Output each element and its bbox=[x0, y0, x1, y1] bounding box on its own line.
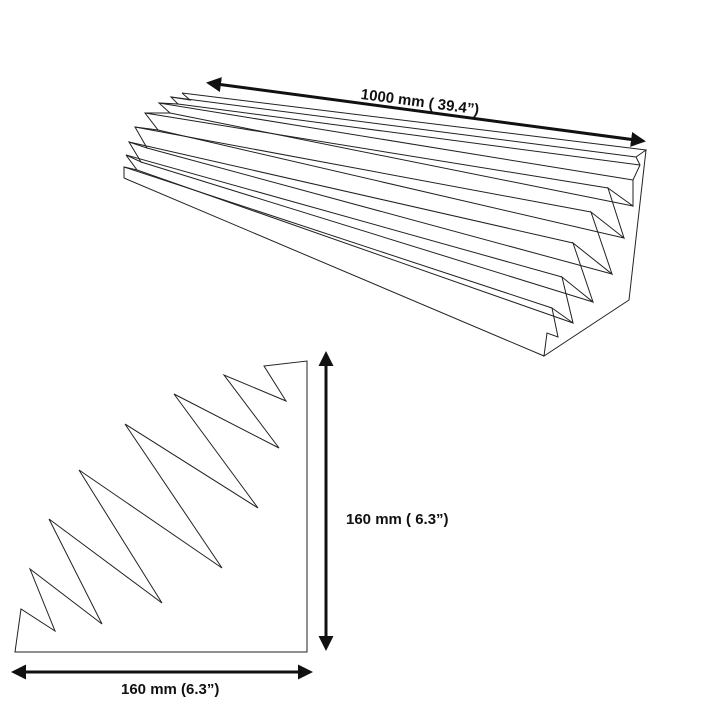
right-end-face bbox=[543, 148, 647, 358]
width-label: 160 mm (6.3”) bbox=[121, 681, 220, 698]
foam-cross-section-profile bbox=[14, 360, 308, 653]
height-label: 160 mm ( 6.3”) bbox=[346, 511, 449, 528]
length-dimension-arrow bbox=[206, 77, 646, 147]
left-end-profile bbox=[123, 92, 192, 178]
